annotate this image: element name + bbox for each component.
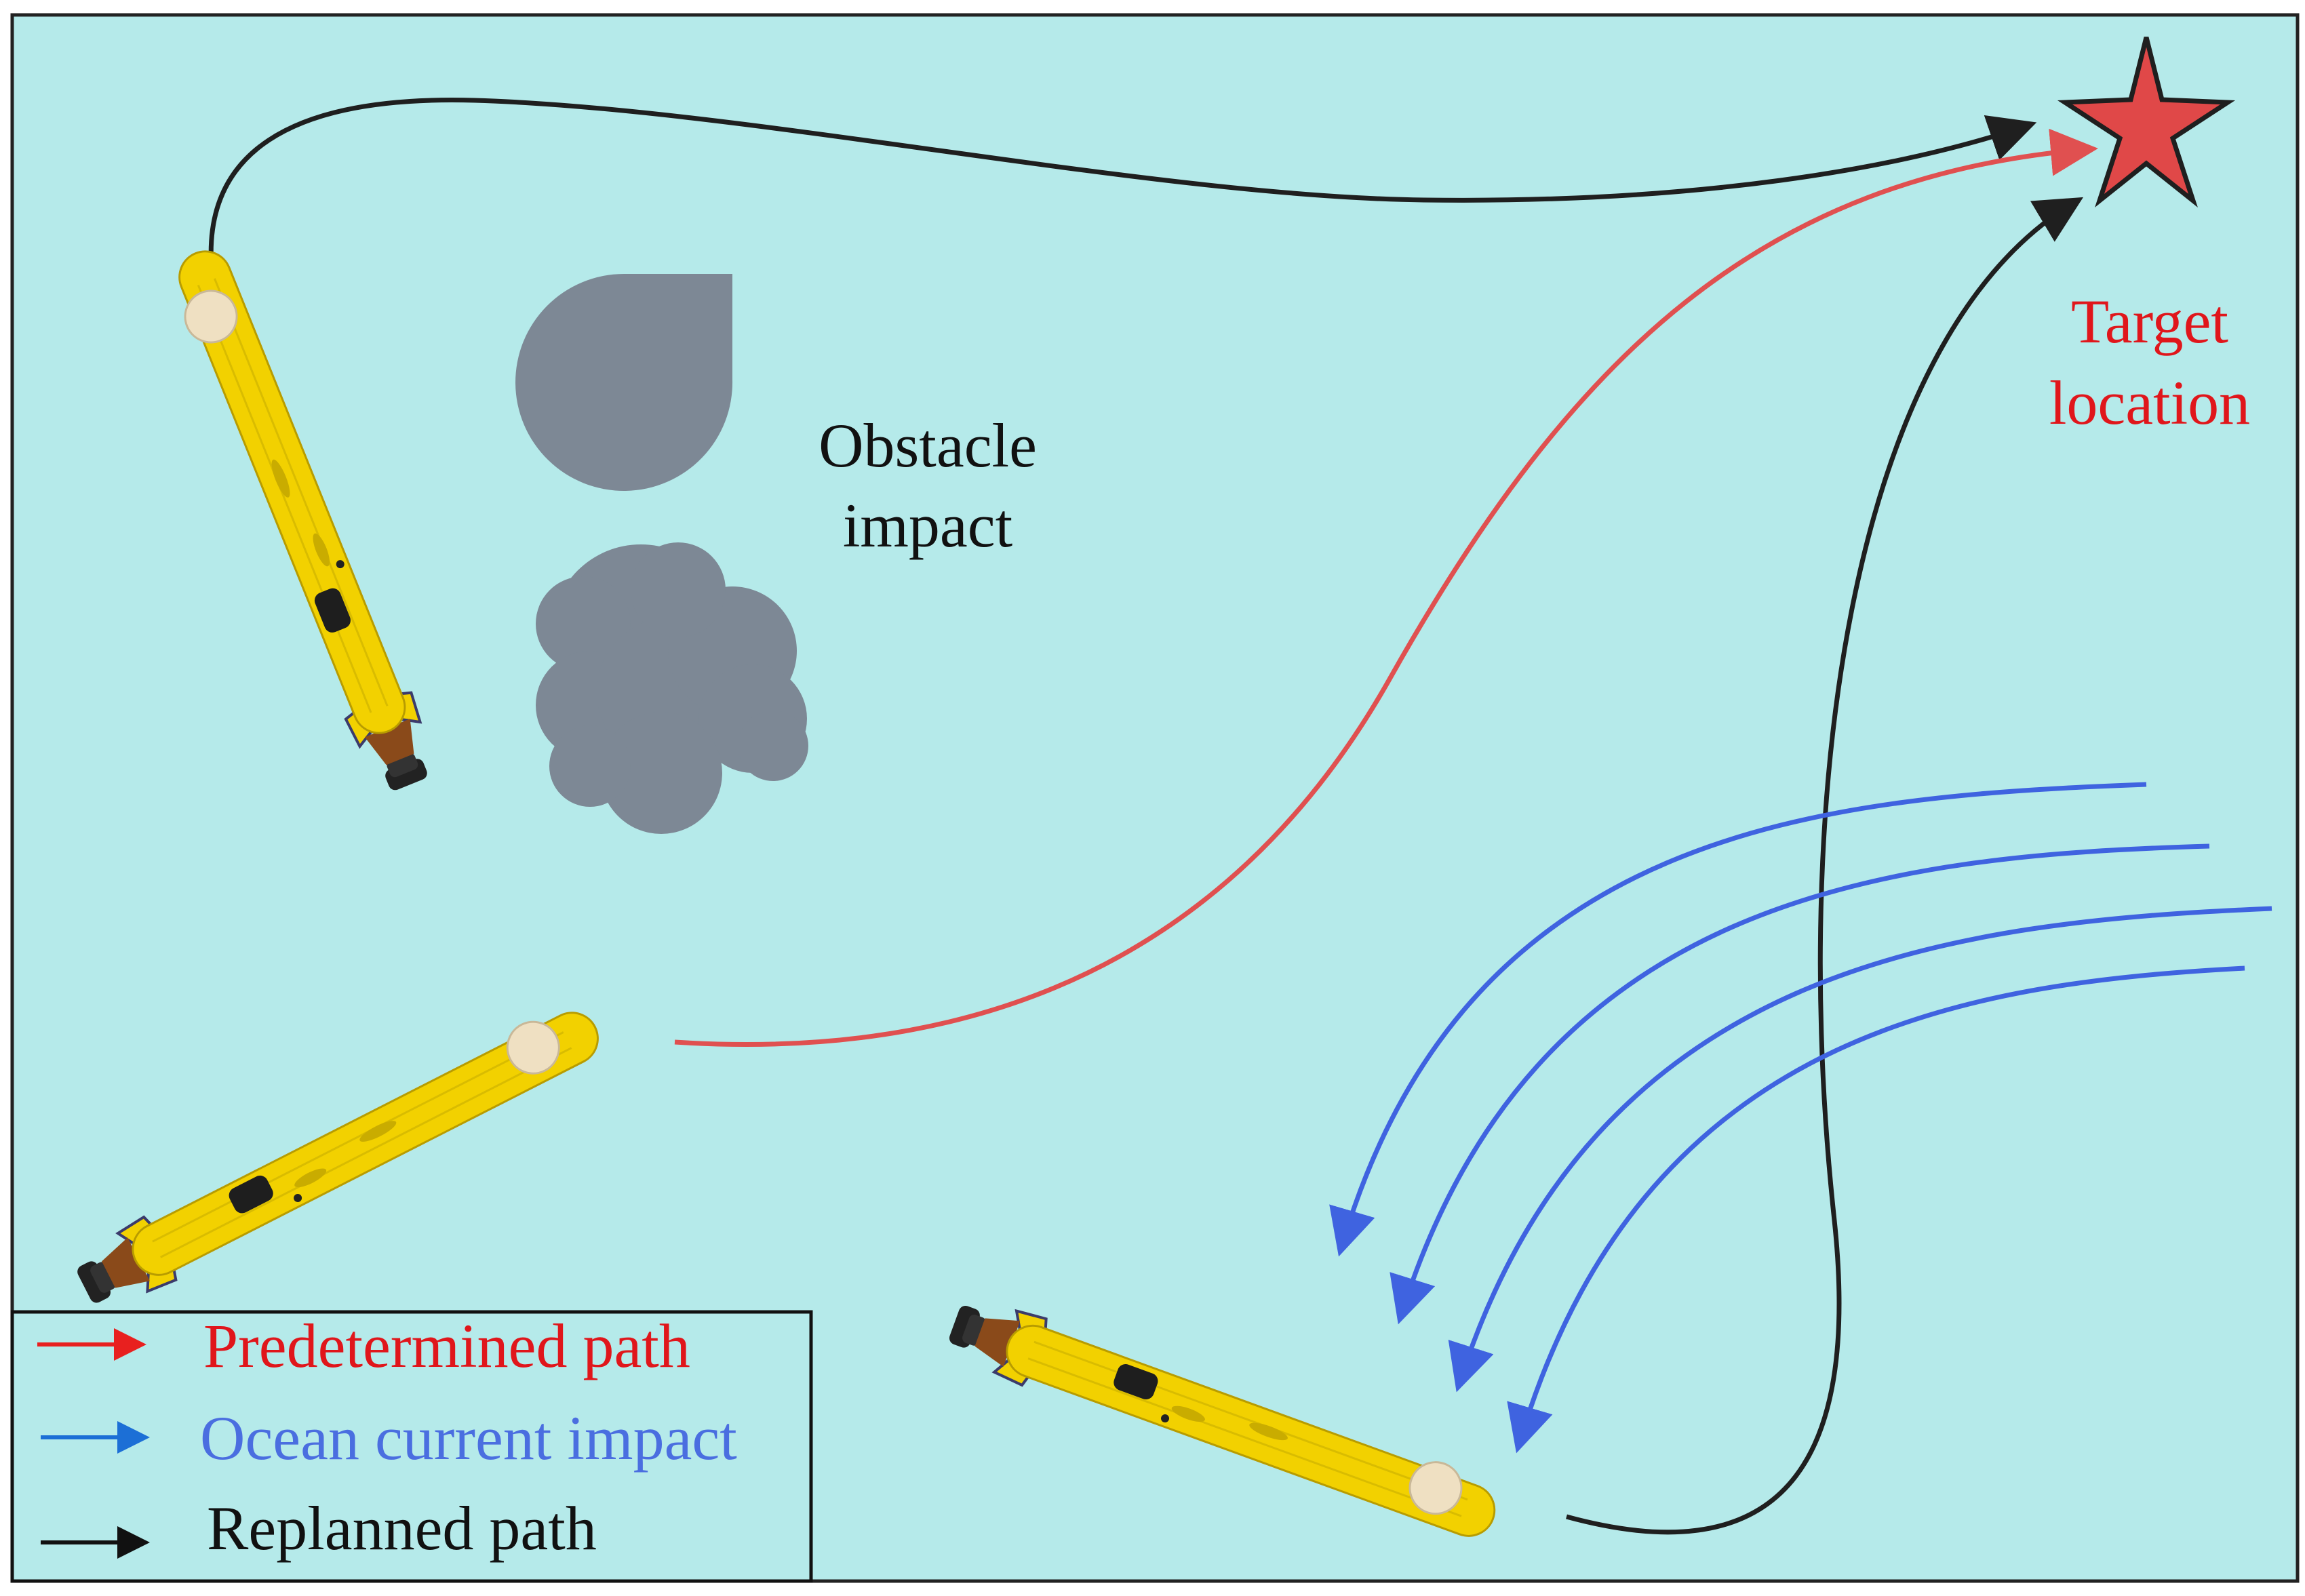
obstacle-cloud xyxy=(536,542,808,834)
obstacle-teardrop xyxy=(515,274,733,492)
replanned-path-top xyxy=(208,98,2037,268)
star-icon xyxy=(2057,37,2236,208)
legend-label-ocean-current: Ocean current impact xyxy=(200,1403,737,1473)
target-label-line1: Target xyxy=(2071,287,2228,356)
ocean-current-arrows xyxy=(1329,782,2272,1454)
legend: Predetermined path Ocean current impact … xyxy=(10,1310,813,1583)
current-arrow xyxy=(1448,906,2272,1393)
obstacle-label-line1: Obstacle xyxy=(819,411,1037,480)
current-arrow xyxy=(1507,965,2245,1454)
legend-label-predetermined: Predetermined path xyxy=(203,1311,690,1380)
obstacle-label-line2: impact xyxy=(843,491,1013,560)
current-arrow xyxy=(1329,782,2147,1257)
current-arrow xyxy=(1390,843,2210,1325)
legend-label-replanned: Replanned path xyxy=(207,1494,597,1563)
target-label-line2: location xyxy=(2049,368,2250,437)
predetermined-path xyxy=(674,128,2098,1047)
replanned-path-bottom xyxy=(1566,197,2084,1535)
